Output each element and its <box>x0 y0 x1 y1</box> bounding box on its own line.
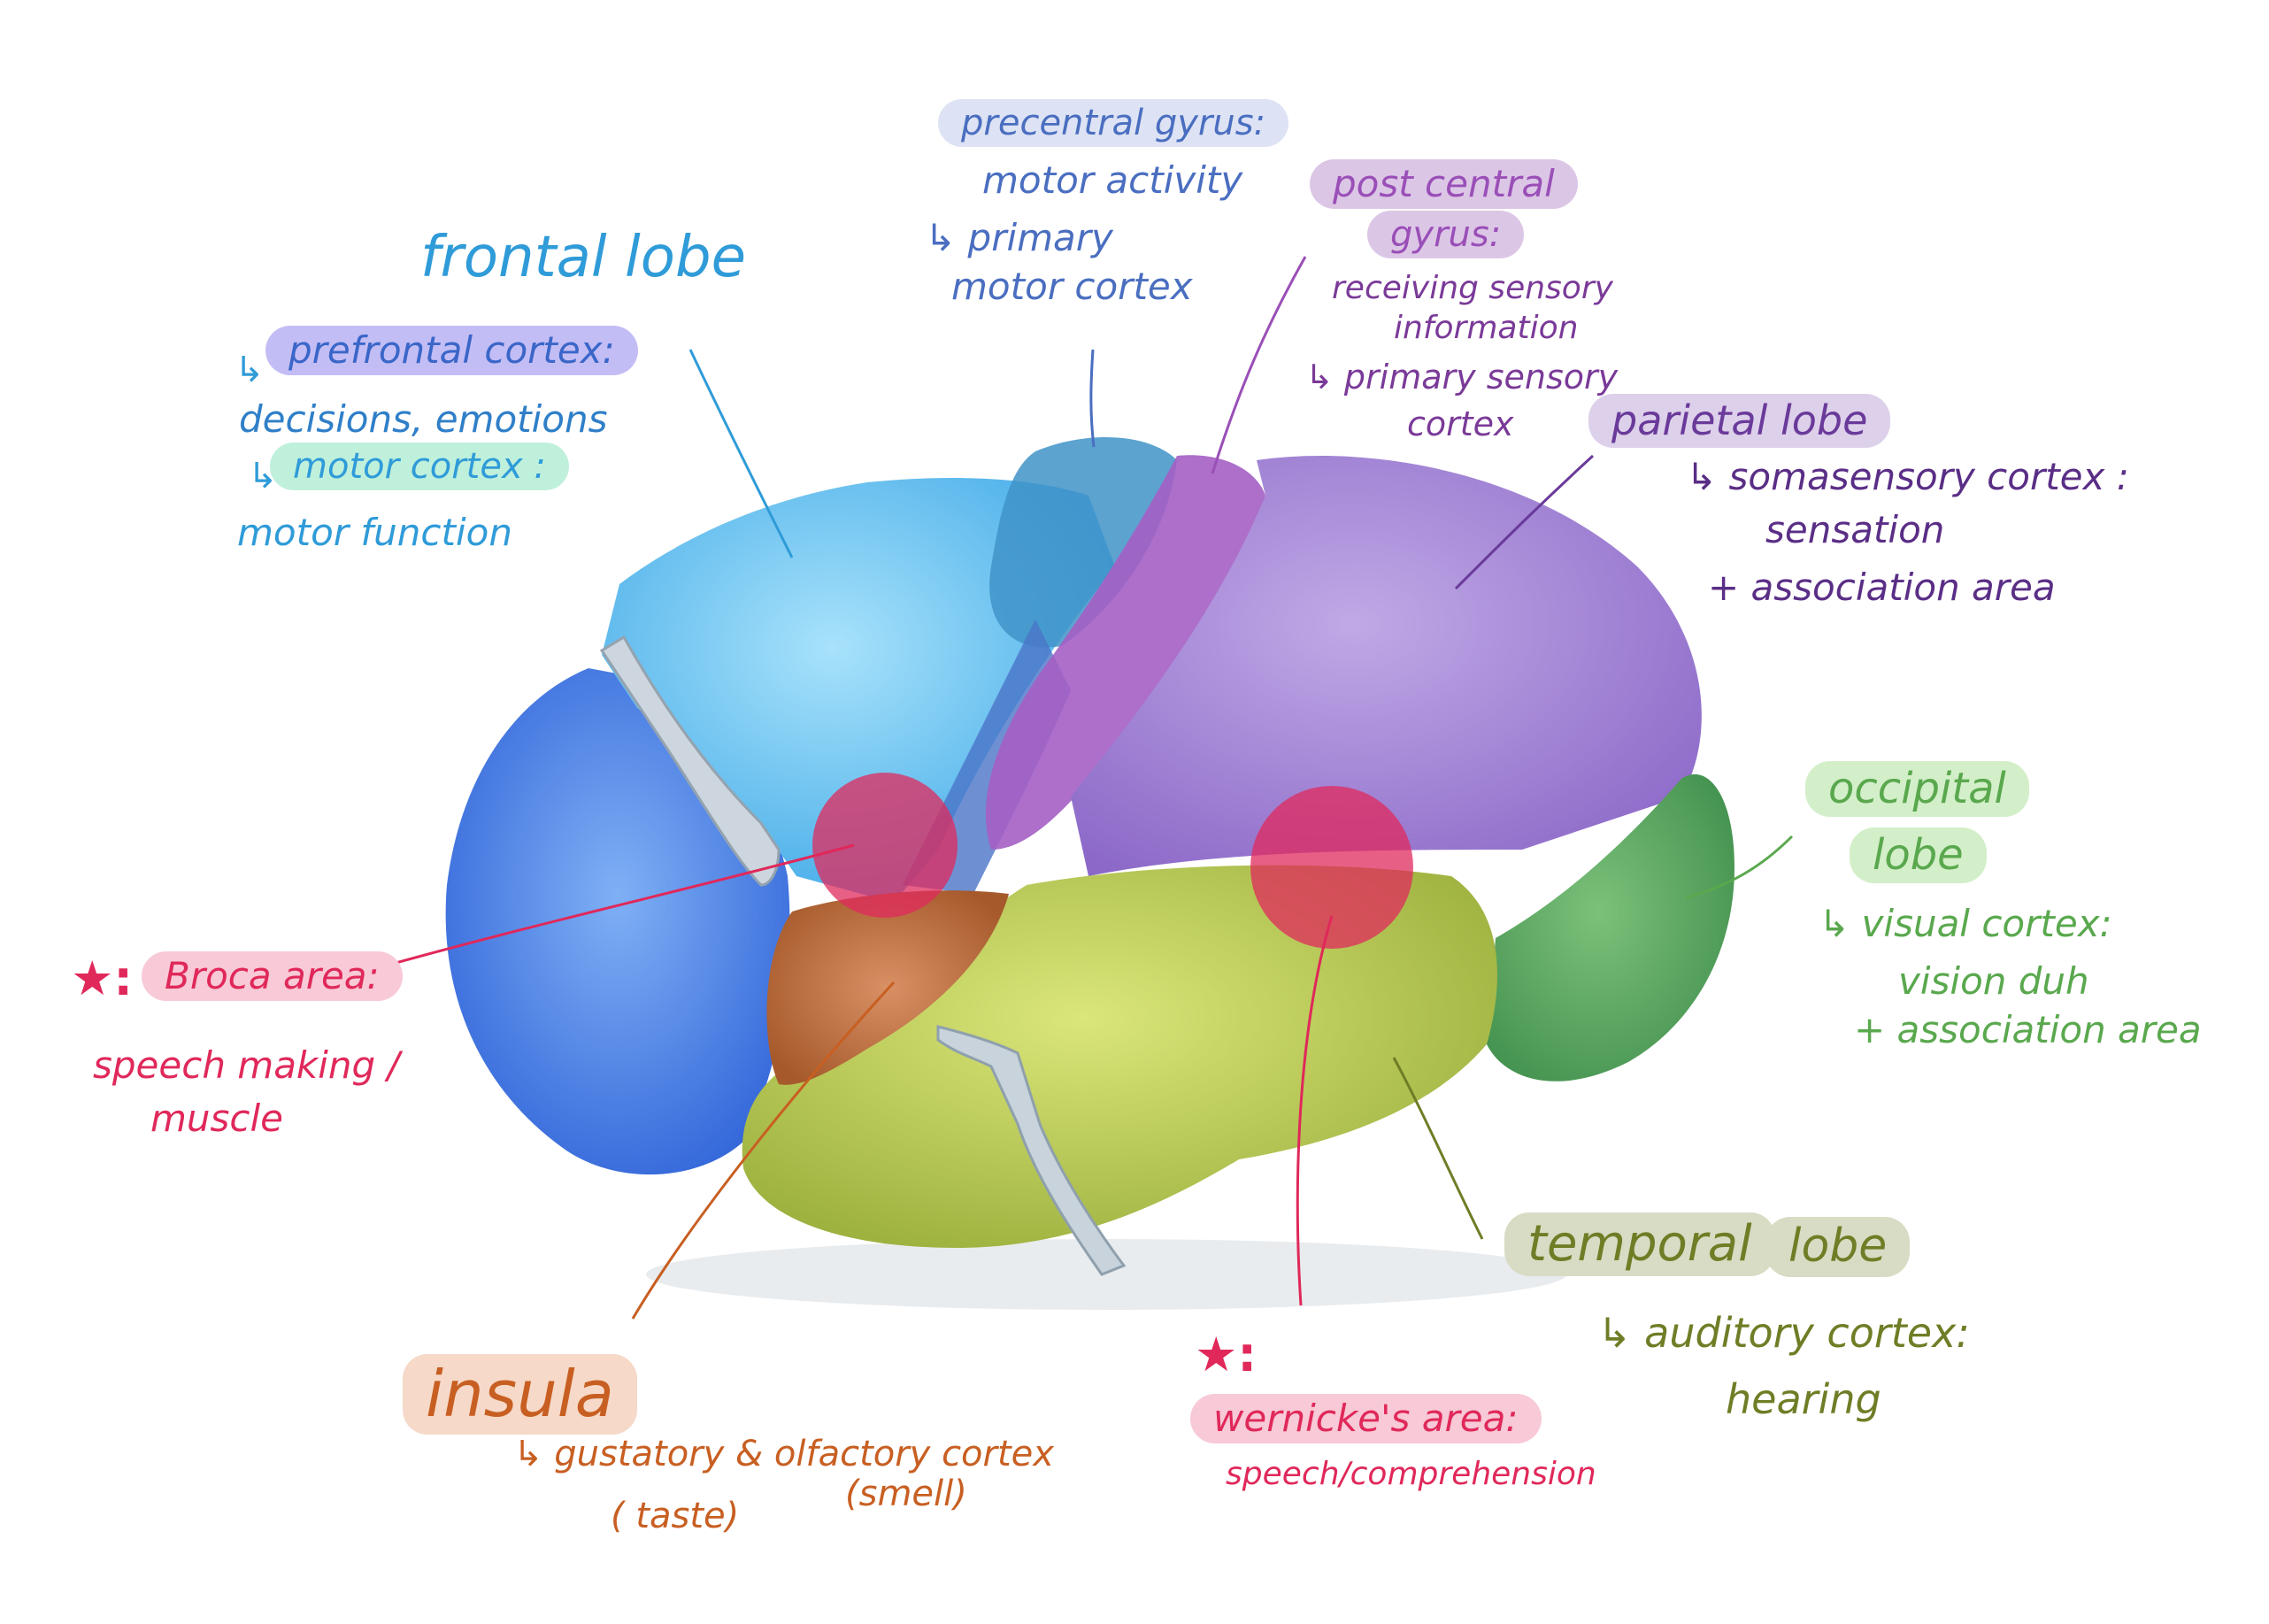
parietal-lobe-label: parietal lobe <box>1588 394 1891 448</box>
postcentral-region <box>985 455 1265 850</box>
insula-taste: ( taste) <box>611 1496 740 1536</box>
temporal-lobe-label: temporal <box>1504 1212 1775 1277</box>
frontal-region <box>602 478 1115 903</box>
broca-area-desc-2: muscle <box>150 1097 284 1140</box>
parietal-lobe-extra: + association area <box>1708 566 2056 609</box>
wernicke-area-label: wernicke's area: <box>1190 1394 1542 1444</box>
broca-area-label: Broca area: <box>142 951 403 1002</box>
wernicke-star-icon: ★: <box>1195 1327 1258 1382</box>
postcentral-gyrus-sub-1: ↳ primary sensory <box>1305 358 1619 396</box>
leader-broca <box>388 843 855 966</box>
broca-area-desc-1: speech making / <box>93 1043 400 1087</box>
leader-precentral <box>1089 349 1096 448</box>
parietal-lobe-sub: ↳ somasensory cortex : <box>1686 455 2129 498</box>
temporal-lobe-label-2: lobe <box>1765 1217 1911 1277</box>
leader-frontal <box>688 349 794 558</box>
precentral-gyrus-sub2: motor cortex <box>951 265 1193 308</box>
leader-wernicke <box>1296 915 1334 1306</box>
precentral-gyrus-desc: motor activity <box>982 158 1243 202</box>
broca-star-icon: ★: <box>71 951 134 1006</box>
precentral-region <box>989 436 1177 648</box>
motor-cortex-label: motor cortex : <box>270 443 569 490</box>
leader-temporal <box>1392 1057 1484 1240</box>
frontal-lobe-title: frontal lobe <box>420 225 746 290</box>
motor-cortex-desc: motor function <box>237 511 512 554</box>
temporal-lobe-sub: ↳ auditory cortex: <box>1597 1309 1970 1357</box>
leader-insula <box>631 981 896 1320</box>
wernicke-area-marker <box>1250 786 1413 949</box>
prefrontal-arrow: ↳ <box>235 350 265 390</box>
broca-area-marker <box>812 773 958 918</box>
insula-sub: ↳ gustatory & olfactory cortex <box>513 1434 1054 1474</box>
leader-parietal <box>1454 454 1595 590</box>
occipital-lobe-extra: + association area <box>1854 1008 2202 1051</box>
postcentral-gyrus-label: post central <box>1310 159 1578 210</box>
occipital-lobe-label: occipital <box>1805 761 2029 818</box>
parietal-region <box>1071 456 1702 876</box>
leader-postcentral <box>1211 256 1307 474</box>
occipital-lobe-label-2: lobe <box>1850 827 1987 884</box>
prefrontal-cortex-desc: decisions, emotions <box>239 397 608 441</box>
occipital-region <box>1487 774 1734 1081</box>
insula-smell: (smell) <box>845 1474 967 1514</box>
brain-shadow <box>646 1239 1566 1310</box>
postcentral-gyrus-sub-2: cortex <box>1407 404 1514 443</box>
lateral-sulcus <box>936 1025 1127 1276</box>
precentral-gyrus-label: precentral gyrus: <box>938 99 1289 147</box>
wernicke-area-desc: speech/comprehension <box>1226 1456 1596 1492</box>
leader-occipital <box>1685 835 1794 900</box>
parietal-lobe-desc: sensation <box>1765 508 1945 551</box>
insula-label: insula <box>403 1354 637 1435</box>
occipital-lobe-desc: vision duh <box>1898 959 2089 1003</box>
precentral-gyrus-sub: ↳ primary <box>925 216 1113 259</box>
occipital-lobe-sub: ↳ visual cortex: <box>1819 902 2112 945</box>
prefrontal-cortex-label: prefrontal cortex: <box>265 326 638 376</box>
postcentral-gyrus-desc-1: receiving sensory <box>1332 270 1613 306</box>
postcentral-gyrus-desc-2: information <box>1394 310 1579 346</box>
temporal-lobe-desc: hearing <box>1726 1375 1881 1423</box>
postcentral-gyrus-label-2: gyrus: <box>1367 211 1525 258</box>
